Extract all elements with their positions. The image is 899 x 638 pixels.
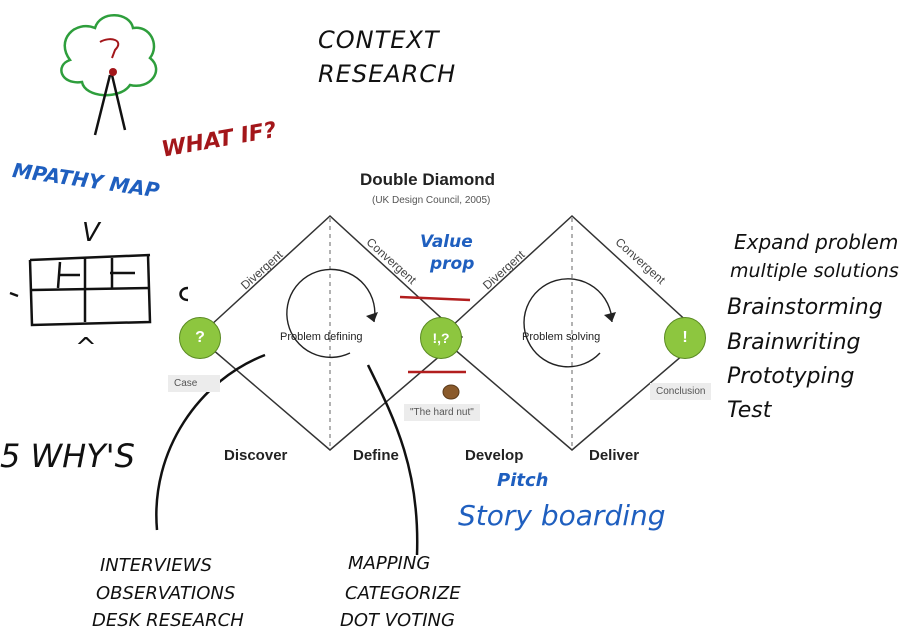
note-context: CONTEXT (318, 26, 440, 54)
note-prototyping: Prototyping (727, 364, 855, 389)
box-case: Case (168, 375, 220, 392)
node-exclaim-question: !,? (420, 317, 462, 359)
note-brainwriting: Brainwriting (727, 330, 861, 355)
red-dot-icon (109, 68, 117, 76)
note-prop: prop (430, 254, 475, 274)
grid-doodle-icon (28, 253, 152, 327)
note-test: Test (727, 398, 772, 423)
bracket-mark (179, 286, 189, 302)
note-v-mark: V (82, 218, 100, 248)
note-value: Value (420, 232, 473, 252)
node-question: ? (179, 317, 221, 359)
note-caret: ^ (75, 333, 97, 363)
cycle-arrow-1 (286, 268, 376, 359)
node-exclaim: ! (664, 317, 706, 359)
note-dot-voting: DOT VOTING (340, 610, 455, 631)
tree-crown-icon (60, 14, 158, 97)
note-mapping: MAPPING (348, 553, 431, 574)
note-research: RESEARCH (318, 60, 457, 88)
note-categorize: CATEGORIZE (345, 583, 461, 604)
walnut-icon (442, 384, 460, 400)
diamond-discover-define (196, 214, 464, 451)
phase-deliver: Deliver (589, 447, 640, 464)
note-multiple-solutions: multiple solutions (730, 260, 899, 282)
pointer-line-define (366, 364, 419, 556)
box-conclusion: Conclusion (650, 383, 712, 400)
phase-define: Define (353, 447, 399, 464)
diagram-subtitle: (UK Design Council, 2005) (372, 195, 491, 206)
diagram-title: Double Diamond (360, 170, 496, 189)
note-expand-problem: Expand problem (734, 230, 899, 254)
red-question-icon (99, 38, 120, 59)
pointer-line-discover (155, 353, 266, 531)
note-five-whys: 5 WHY'S (0, 437, 135, 475)
center-problem-solving: Problem solving (522, 331, 601, 343)
note-brainstorming: Brainstorming (727, 295, 883, 320)
note-pitch: Pitch (497, 470, 549, 491)
tree-trunk-icon (93, 74, 127, 136)
center-problem-defining: Problem defining (280, 331, 363, 343)
box-hard-nut: "The hard nut" (404, 404, 480, 421)
note-interviews: INTERVIEWS (100, 555, 212, 576)
note-observations: OBSERVATIONS (96, 583, 236, 604)
phase-discover: Discover (224, 447, 288, 464)
phase-develop: Develop (465, 447, 524, 464)
red-underline-1 (399, 295, 471, 302)
cycle-arrow-2 (523, 278, 613, 368)
note-storyboarding: Story boarding (458, 499, 666, 532)
note-desk-research: DESK RESEARCH (92, 610, 244, 631)
